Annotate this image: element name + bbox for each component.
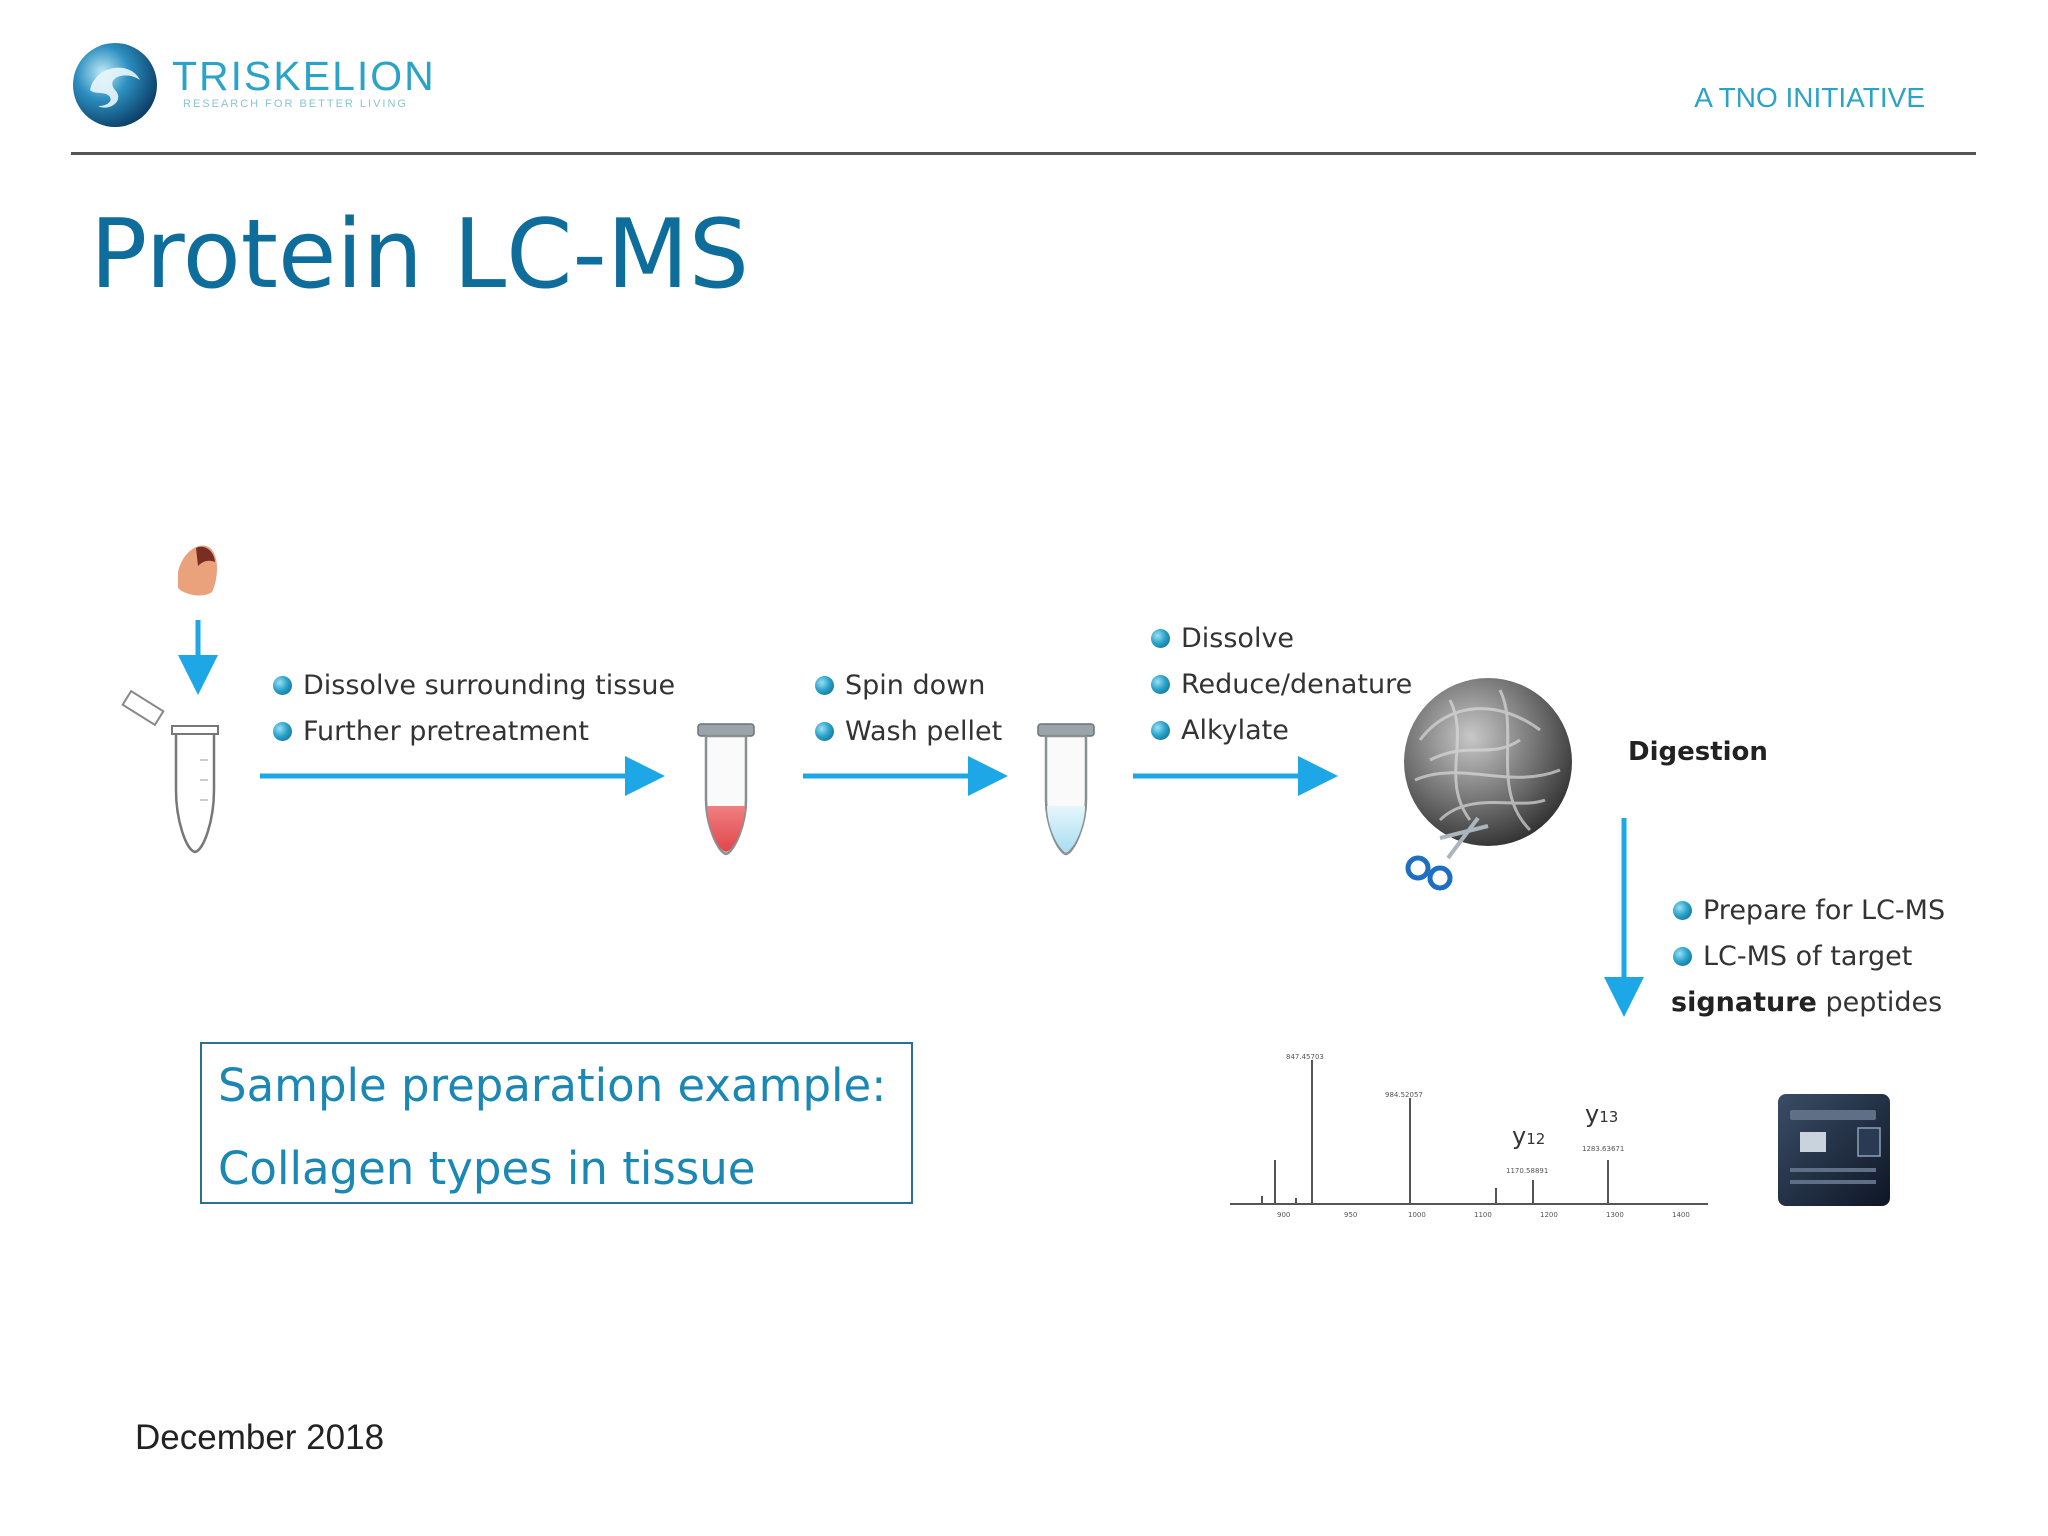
- caption-line-1: Sample preparation example:: [218, 1059, 887, 1112]
- peak-label: 984.52057: [1385, 1091, 1423, 1099]
- axis-tick-label: 1100: [1474, 1211, 1492, 1219]
- step4-bullets: Prepare for LC-MS LC-MS of target: [1673, 888, 1945, 980]
- initiative-label: A TNO INITIATIVE: [1694, 82, 1925, 113]
- scissors-icon: [1405, 816, 1489, 891]
- step2-bullets: Spin down Wash pellet: [815, 663, 1002, 755]
- protein-structure-icon: [1404, 678, 1572, 846]
- triskelion-logo-icon: [73, 43, 157, 127]
- axis-tick-label: 1300: [1606, 1211, 1624, 1219]
- example-caption-box: Sample preparation example: Collagen typ…: [200, 1042, 913, 1204]
- peak-label: 1170.58891: [1506, 1167, 1549, 1175]
- list-item: Reduce/denature: [1151, 662, 1412, 708]
- signature-bold: signature: [1671, 987, 1817, 1018]
- peak-label: 847.45703: [1286, 1053, 1324, 1061]
- slide-title: Protein LC-MS: [90, 200, 750, 310]
- lc-ms-instrument-icon: [1778, 1094, 1890, 1206]
- list-item: Dissolve: [1151, 616, 1412, 662]
- axis-tick-label: 950: [1344, 1211, 1358, 1219]
- caption-line-2: Collagen types in tissue: [218, 1142, 756, 1195]
- mass-spectrum-plot: [1230, 1060, 1708, 1205]
- bullet-icon: [1673, 947, 1692, 966]
- bullet-icon: [815, 722, 834, 741]
- logo-tagline: RESEARCH FOR BETTER LIVING: [183, 98, 408, 110]
- bullet-icon: [273, 722, 292, 741]
- step1-bullets: Dissolve surrounding tissue Further pret…: [273, 663, 675, 755]
- list-item: Further pretreatment: [273, 709, 675, 755]
- axis-tick-label: 900: [1277, 1211, 1291, 1219]
- bullet-icon: [273, 676, 292, 695]
- axis-tick-label: 1400: [1672, 1211, 1690, 1219]
- peak-label: 1283.63671: [1582, 1145, 1625, 1153]
- list-item: Spin down: [815, 663, 1002, 709]
- axis-tick-label: 1000: [1408, 1211, 1426, 1219]
- bullet-icon: [1151, 675, 1170, 694]
- footer-date: December 2018: [135, 1418, 385, 1457]
- list-item: Dissolve surrounding tissue: [273, 663, 675, 709]
- logo-wordmark: TRISKELION: [172, 53, 436, 99]
- signature-peptides-text: signature peptides: [1671, 980, 1942, 1026]
- bullet-icon: [1151, 721, 1170, 740]
- list-item: Alkylate: [1151, 708, 1412, 754]
- axis-tick-label: 1200: [1540, 1211, 1558, 1219]
- bullet-icon: [815, 676, 834, 695]
- list-item: Prepare for LC-MS: [1673, 888, 1945, 934]
- list-item: Wash pellet: [815, 709, 1002, 755]
- signature-tail: peptides: [1816, 987, 1943, 1018]
- open-tube-icon: [121, 689, 219, 854]
- ion-label-y12: y12: [1512, 1122, 1546, 1150]
- ion-label-y13: y13: [1585, 1100, 1619, 1128]
- step3-bullets: Dissolve Reduce/denature Alkylate: [1151, 616, 1412, 754]
- header-divider: [71, 152, 1976, 155]
- digestion-label: Digestion: [1628, 737, 1768, 767]
- red-sample-tube-icon: [697, 723, 755, 856]
- washed-pellet-tube-icon: [1037, 723, 1095, 856]
- bullet-icon: [1151, 629, 1170, 648]
- tissue-sample-icon: [178, 545, 217, 596]
- bullet-icon: [1673, 901, 1692, 920]
- list-item: LC-MS of target: [1673, 934, 1945, 980]
